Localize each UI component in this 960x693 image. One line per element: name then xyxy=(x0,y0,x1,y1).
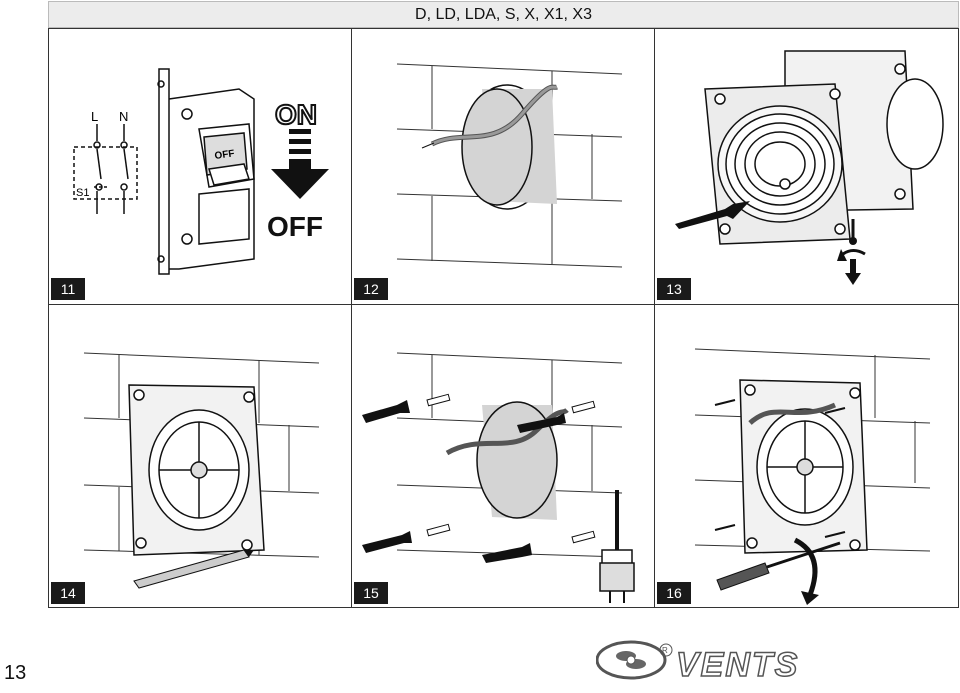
screwdriver-icon xyxy=(716,541,841,591)
divider xyxy=(49,304,958,305)
panel-12: 12 xyxy=(352,29,654,304)
fan-disassembly-illustration xyxy=(675,50,944,285)
page-header: D, LD, LDA, S, X, X1, X3 xyxy=(48,1,959,28)
hole-marking-illustration xyxy=(83,352,320,589)
label-n: N xyxy=(119,109,128,124)
push-arrow-icon xyxy=(362,400,566,563)
fan-logo-icon xyxy=(616,651,646,669)
panel-15: 15 xyxy=(352,305,654,608)
panel-11: L N S1 OFF ON OFF 11 xyxy=(49,29,351,304)
step-number: 16 xyxy=(657,582,691,604)
circuit-breaker-illustration: L N S1 OFF ON OFF xyxy=(73,68,329,275)
screw-icon xyxy=(714,399,846,538)
switch-off-label: OFF xyxy=(214,148,235,162)
drill-icon xyxy=(599,490,635,603)
label-l: L xyxy=(91,109,98,124)
logo-wordmark: VENTS xyxy=(676,646,799,684)
label-s1: S1 xyxy=(76,187,89,199)
pencil-icon xyxy=(133,549,254,589)
dowel-icon xyxy=(426,393,596,544)
unscrew-arrow-icon xyxy=(837,249,866,285)
on-label: ON xyxy=(275,99,317,130)
step-number: 14 xyxy=(51,582,85,604)
step-number: 12 xyxy=(354,278,388,300)
drilling-illustration xyxy=(362,352,635,603)
page-title: D, LD, LDA, S, X, X1, X3 xyxy=(415,6,592,23)
step-number: 15 xyxy=(354,582,388,604)
instruction-grid: L N S1 OFF ON OFF 11 xyxy=(48,28,959,608)
divider xyxy=(351,29,352,607)
pull-arrow-icon xyxy=(675,201,750,229)
registered-mark: R xyxy=(662,646,668,655)
page-number: 13 xyxy=(4,662,27,684)
rotate-arrow-icon xyxy=(793,537,819,605)
divider xyxy=(654,29,655,607)
step-number: 11 xyxy=(51,278,85,300)
panel-14: 14 xyxy=(49,305,351,608)
down-arrow-icon xyxy=(271,129,329,199)
panel-16: 16 xyxy=(655,305,958,608)
wall-opening-illustration xyxy=(396,63,623,268)
step-number: 13 xyxy=(657,278,691,300)
panel-13: 13 xyxy=(655,29,958,304)
off-label: OFF xyxy=(267,211,323,242)
fan-mounting-illustration xyxy=(694,348,931,605)
vents-logo-graphic: R VENTS xyxy=(596,640,799,684)
screw-icon xyxy=(849,219,857,245)
